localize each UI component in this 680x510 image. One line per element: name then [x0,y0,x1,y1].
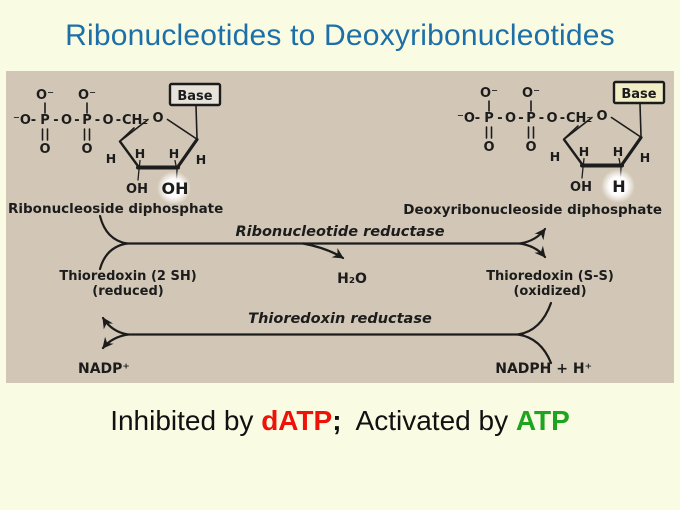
atom-p: P [526,111,536,126]
atom-h: H [106,151,116,166]
ribonucleotide-bonds [41,102,199,181]
atom-h: H [579,144,589,159]
ribonucleotide-structure: Base O⁻ O⁻ ⁻O - P - O - P - O - CH₂ O O … [13,82,222,205]
thioredoxin-oxidized-line2: (oxidized) [513,284,586,299]
inhibitor-datp: dATP [261,405,333,436]
base-label: Base [621,87,656,102]
bottom-reaction-arrows [101,301,553,365]
atom-o: O [102,113,113,128]
activator-atp: ATP [515,405,570,436]
atom-o: O [525,140,536,155]
atom-o: O [483,140,494,155]
highlight-glow [601,169,635,203]
atom-p: P [484,111,494,126]
atom-h: H [613,144,623,159]
atom-o: O [61,113,72,128]
deoxyribonucleotide-bonds [485,100,643,179]
atom-o: O [81,142,92,157]
atom-ch2: CH₂ [122,113,148,128]
atom-p: P [82,113,92,128]
atom-oh: OH [126,182,148,197]
h2o-label: H₂O [337,271,367,287]
bond-dash: - [518,111,523,126]
bond-dash: - [539,111,544,126]
atom-o-minus: O⁻ [78,88,96,103]
atom-h: H [169,146,179,161]
atom-o-minus: O⁻ [480,86,498,101]
top-reaction-arrows [98,214,547,271]
atom-o: O [546,111,557,126]
atom-o-minus: O⁻ [36,88,54,103]
base-label: Base [177,89,212,104]
atom-neg-o: ⁻O [13,113,31,128]
atom-h: H [550,149,560,164]
nadp-label: NADP⁺ [78,361,130,377]
nadph-label: NADPH + H⁺ [495,361,592,377]
separator: ; [332,405,342,436]
atom-ch2: CH₂ [566,111,592,126]
atom-h: H [135,146,145,161]
base-box [168,82,222,107]
atom-oh: OH [570,180,592,195]
bond-dash: - [475,111,480,126]
bond-dash: - [95,113,100,128]
deoxyribonucleoside-label: Deoxyribonucleoside diphosphate [403,202,662,218]
ribonucleotide-atoms: O⁻ O⁻ ⁻O - P - O - P - O - CH₂ O O O H H… [13,88,206,205]
atom-neg-o: ⁻O [457,111,475,126]
bond-dash: - [497,111,502,126]
atom-p: P [40,113,50,128]
inhibited-prefix: Inhibited by [110,405,262,436]
thioredoxin-reduced-line1: Thioredoxin (2 SH) [59,269,196,284]
regulation-note: Inhibited by dATP; Activated by ATP [0,400,680,442]
enzyme-ribonucleotide-reductase: Ribonucleotide reductase [235,224,444,240]
base-box [612,80,666,105]
activated-prefix: Activated by [341,405,516,436]
atom-o: O [39,142,50,157]
thioredoxin-oxidized-line1: Thioredoxin (S-S) [486,269,614,284]
deoxyribonucleotide-atoms: O⁻ O⁻ ⁻O - P - O - P - O - CH₂ O O O H H… [457,86,650,203]
bond-dash: - [31,113,36,128]
page-title: Ribonucleotides to Deoxyribonucleotides [65,19,615,52]
bond-dash: - [116,113,121,128]
highlight-glow [157,171,191,205]
atom-o-minus: O⁻ [522,86,540,101]
bond-dash: - [560,111,565,126]
atom-h: H [640,150,650,165]
bond-dash: - [74,113,79,128]
bond-dash: - [53,113,58,128]
deoxyribonucleotide-structure: Base O⁻ O⁻ ⁻O - P - O - P - O - CH₂ O O … [457,80,666,203]
atom-h: H [196,152,206,167]
ribonucleoside-label: Ribonucleoside diphosphate [8,201,223,217]
enzyme-thioredoxin-reductase: Thioredoxin reductase [248,311,432,327]
ring-o: O [152,111,163,126]
highlighted-h: H [612,177,625,196]
thioredoxin-reduced-line2: (reduced) [92,284,164,299]
ring-o: O [596,109,607,124]
atom-o: O [505,111,516,126]
highlighted-oh: OH [162,179,189,198]
